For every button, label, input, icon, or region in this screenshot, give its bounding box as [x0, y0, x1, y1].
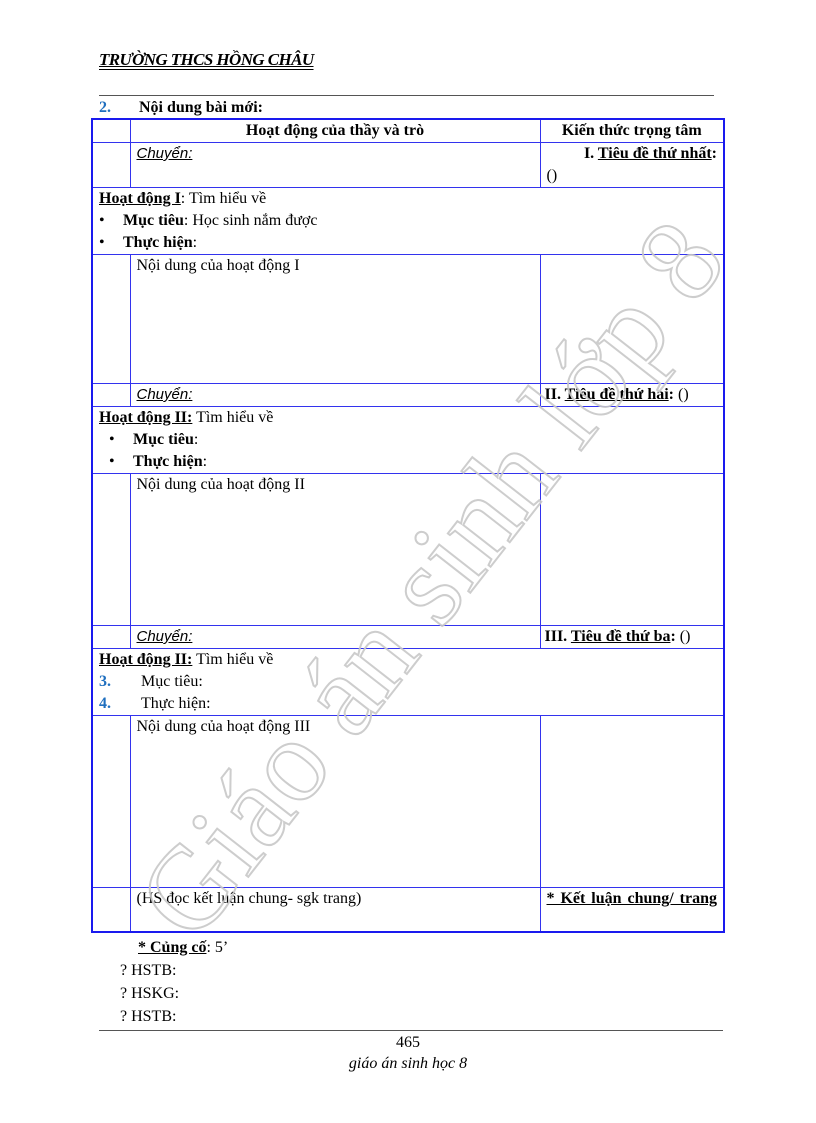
activity-content: Nội dung của hoạt động II	[129, 473, 541, 626]
topic-title: Tiêu đề thứ hai	[564, 386, 669, 403]
conclusion-right: * Kết luận chung/ trang	[539, 887, 725, 932]
consolidation-label: * Củng cố	[138, 939, 207, 956]
section-title: Nội dung bài mới:	[139, 99, 263, 116]
bullet-icon: •	[109, 431, 115, 448]
question-item: ? HSTB:	[120, 962, 177, 979]
transition-row: Chuyển: I. Tiêu đề thứ nhất: ()	[91, 142, 725, 188]
transition-label: Chuyển:	[136, 628, 193, 645]
question-item: ? HSTB:	[120, 1008, 177, 1025]
bullet-icon: •	[109, 453, 115, 470]
activity-intro-row: Hoạt động I: Tìm hiểu về •Mục tiêu: Học …	[91, 187, 725, 255]
school-header: TRƯỜNG THCS HỒNG CHÂU	[99, 50, 314, 69]
activity-intro-row: Hoạt động II: Tìm hiểu về 3.Mục tiêu: 4.…	[91, 648, 725, 716]
header-cell-activities: Hoạt động của thầy và trò	[129, 118, 541, 143]
topic-cell: I. Tiêu đề thứ nhất: ()	[539, 142, 725, 188]
activity-content: Nội dung của hoạt động I	[129, 254, 541, 384]
section-heading: 2. Nội dung bài mới:	[99, 99, 263, 117]
header-divider	[99, 95, 714, 96]
topic-title: Tiêu đề thứ ba	[570, 628, 671, 645]
question-item: ? HSKG:	[120, 985, 180, 1002]
activity-content-row: Nội dung của hoạt động I	[91, 254, 725, 384]
transition-label: Chuyển:	[136, 386, 193, 403]
topic-cell: III. Tiêu đề thứ ba: ()	[539, 625, 725, 649]
conclusion-left: (HS đọc kết luận chung- sgk trang)	[129, 887, 541, 932]
consolidation-section: * Củng cố: 5’ ? HSTB: ? HSKG: ? HSTB:	[120, 936, 228, 1028]
activity-label: Hoạt động II:	[99, 409, 193, 426]
topic-title: Tiêu đề thứ nhất	[597, 145, 712, 162]
transition-row: Chuyển: III. Tiêu đề thứ ba: ()	[91, 625, 725, 649]
footer-divider	[99, 1030, 723, 1031]
lesson-table: Hoạt động của thầy và trò Kiến thức trọn…	[91, 118, 725, 933]
bullet-icon: •	[99, 234, 105, 251]
transition-row: Chuyển: II. Tiêu đề thứ hai: ()	[91, 383, 725, 407]
activity-label: Hoạt động II:	[99, 651, 193, 668]
activity-content-row: Nội dung của hoạt động III	[91, 715, 725, 888]
bullet-icon: •	[99, 212, 105, 229]
activity-content: Nội dung của hoạt động III	[129, 715, 541, 888]
list-number: 4.	[99, 695, 111, 712]
transition-label: Chuyển:	[136, 145, 193, 162]
header-cell-knowledge: Kiến thức trọng tâm	[539, 118, 725, 143]
table-header-row: Hoạt động của thầy và trò Kiến thức trọn…	[91, 118, 725, 143]
page-number: 465	[396, 1034, 420, 1051]
activity-content-row: Nội dung của hoạt động II	[91, 473, 725, 626]
activity-intro-row: Hoạt động II: Tìm hiểu về •Mục tiêu: •Th…	[91, 406, 725, 474]
footer-title: giáo án sinh học 8	[348, 1055, 468, 1072]
topic-cell: II. Tiêu đề thứ hai: ()	[539, 383, 725, 407]
section-number: 2.	[99, 99, 111, 116]
list-number: 3.	[99, 673, 111, 690]
activity-label: Hoạt động I	[99, 190, 181, 207]
header-cell-blank	[91, 118, 131, 143]
conclusion-row: (HS đọc kết luận chung- sgk trang) * Kết…	[91, 887, 725, 932]
